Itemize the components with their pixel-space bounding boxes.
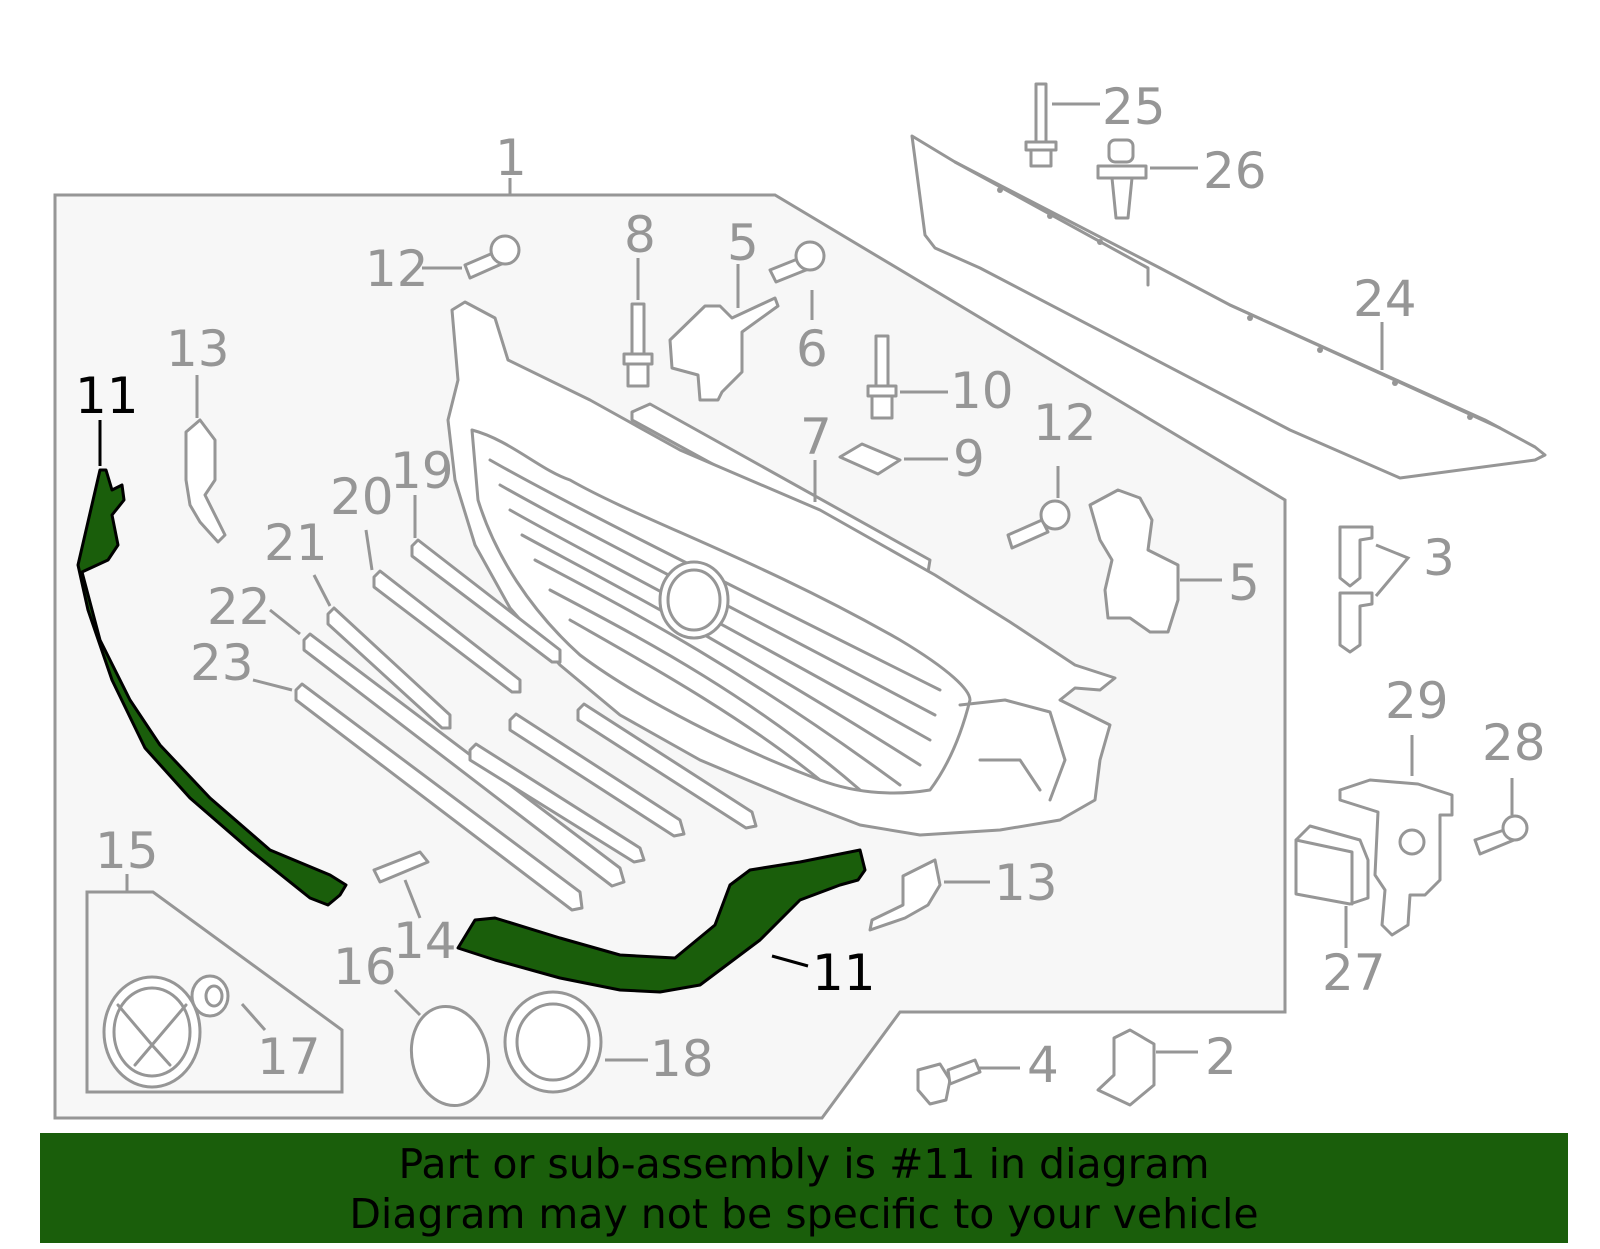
callout-2: 2 (1205, 1028, 1237, 1086)
callout-5-upper: 5 (727, 214, 759, 272)
lower-bar-b (508, 712, 686, 838)
callout-19: 19 (390, 442, 454, 500)
callout-12-right: 12 (1033, 394, 1097, 452)
callout-23: 23 (190, 634, 254, 692)
lower-bar-c (576, 702, 758, 830)
bolt-10 (866, 334, 898, 420)
grille-bar-19 (410, 538, 562, 664)
banner-line-1: Part or sub-assembly is #11 in diagram (398, 1140, 1210, 1188)
bracket-5-upper (668, 296, 780, 402)
callout-28: 28 (1482, 714, 1546, 772)
lower-bar-a (468, 742, 646, 864)
grille-bar-20 (372, 569, 522, 694)
callout-16: 16 (333, 938, 397, 996)
screw-12-right (1006, 499, 1071, 550)
banner-line-2: Diagram may not be specific to your vehi… (349, 1190, 1259, 1238)
pad-9 (838, 442, 902, 476)
callout-8: 8 (624, 206, 656, 264)
callout-15: 15 (95, 822, 159, 880)
callout-13-left: 13 (166, 320, 230, 378)
callout-12-upper: 12 (365, 240, 429, 298)
upper-reinforcement-24 (910, 134, 1547, 480)
callout-25: 25 (1102, 78, 1166, 136)
bolt-8 (622, 302, 654, 388)
callout-6: 6 (796, 320, 828, 378)
callout-5-right: 5 (1228, 554, 1260, 612)
screw-12-upper (463, 234, 521, 280)
clip-2 (1096, 1028, 1156, 1107)
radar-sensor-27 (1294, 824, 1370, 906)
callout-22: 22 (207, 578, 271, 636)
callout-10: 10 (950, 362, 1014, 420)
screw-4 (916, 1058, 982, 1106)
callout-13-right: 13 (994, 854, 1058, 912)
grommet-17 (190, 974, 230, 1018)
grille-bar-23 (294, 682, 584, 912)
callout-26: 26 (1203, 142, 1267, 200)
callout-3: 3 (1423, 529, 1455, 587)
callout-29: 29 (1385, 672, 1449, 730)
bracket-13-right (868, 858, 942, 932)
bracket-13-left (184, 418, 227, 544)
grille-bar-21 (326, 606, 452, 730)
screw-6 (768, 240, 826, 284)
callout-9: 9 (953, 430, 985, 488)
cover-16 (409, 1004, 491, 1108)
callout-24: 24 (1353, 270, 1417, 328)
grille-body (446, 300, 1117, 837)
screw-28 (1473, 814, 1529, 856)
bracket-5-right (1088, 488, 1180, 634)
bolt-25 (1024, 82, 1058, 168)
callout-18: 18 (650, 1030, 714, 1088)
callout-7: 7 (800, 408, 832, 466)
grille-molding-11-right (456, 848, 867, 994)
callout-21: 21 (264, 514, 328, 572)
push-clip-26 (1096, 138, 1148, 220)
emblem-ring-18 (503, 990, 603, 1094)
callout-14: 14 (393, 912, 457, 970)
clips-3 (1338, 525, 1374, 654)
callout-27: 27 (1322, 944, 1386, 1002)
callout-1: 1 (495, 129, 527, 187)
callout-20: 20 (330, 468, 394, 526)
callout-labels: 1 2 3 4 5 5 6 7 8 9 10 11 11 12 12 13 13… (75, 78, 1546, 1094)
callout-11-left: 11 (75, 367, 139, 425)
sensor-bracket-29 (1338, 778, 1454, 937)
info-banner: Part or sub-assembly is #11 in diagram D… (40, 1133, 1568, 1243)
callout-11-right: 11 (812, 944, 876, 1002)
grille-molding-11-left (76, 468, 348, 907)
emblem-15 (102, 975, 202, 1089)
bracket-14 (372, 850, 430, 884)
callout-17: 17 (257, 1028, 321, 1086)
callout-4: 4 (1027, 1036, 1059, 1094)
grille-bar-22 (302, 632, 626, 888)
